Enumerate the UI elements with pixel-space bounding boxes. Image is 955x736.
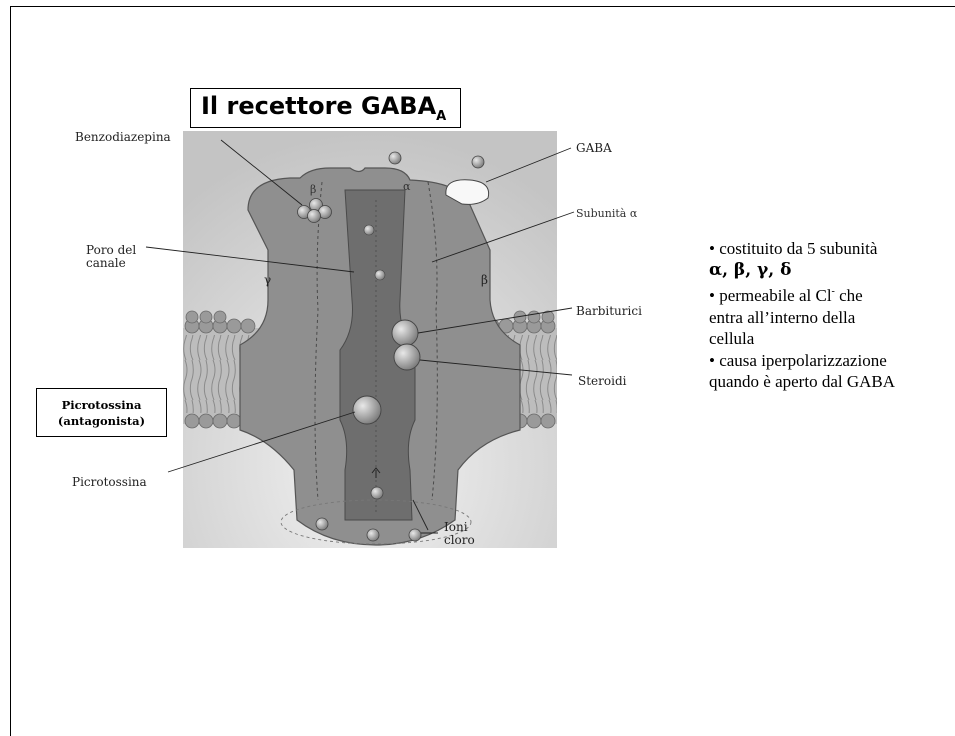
page-title: Il recettore GABAA bbox=[201, 92, 446, 124]
picrotoxin-box-line2: (antagonista) bbox=[58, 413, 145, 429]
label-barbiturici: Barbiturici bbox=[576, 304, 642, 318]
bullet-3-line2: quando è aperto dal GABA bbox=[709, 371, 955, 393]
bullet-2: • permeabile al Cl- che bbox=[709, 281, 955, 307]
label-poro-line2: canale bbox=[86, 256, 126, 270]
bullet-2-line2: entra all’interno della bbox=[709, 307, 955, 329]
title-main: Il recettore GABA bbox=[201, 92, 436, 120]
subunit-beta-top: β bbox=[310, 183, 316, 196]
label-ioni: Ioni bbox=[444, 520, 468, 534]
subunit-beta-right: β bbox=[481, 273, 488, 287]
bullet-2-text-end: che bbox=[835, 286, 863, 305]
label-benzodiazepina: Benzodiazepina bbox=[75, 130, 171, 144]
bullet-3: • causa iperpolarizzazione bbox=[709, 350, 955, 372]
bullet-2-text: • permeabile al Cl bbox=[709, 286, 832, 305]
bullet-1-greek: α, β, γ, δ bbox=[709, 260, 955, 282]
bullet-list: • costituito da 5 subunità α, β, γ, δ • … bbox=[709, 238, 955, 393]
label-cloro: cloro bbox=[444, 533, 475, 547]
label-poro-line1: Poro del bbox=[86, 243, 136, 257]
label-gaba: GABA bbox=[576, 141, 612, 155]
subunit-gamma: γ bbox=[264, 273, 271, 287]
label-subunita-alfa: Subunità α bbox=[576, 207, 638, 220]
title-subscript: A bbox=[436, 109, 446, 124]
bullet-2-line3: cellula bbox=[709, 328, 955, 350]
title-box: Il recettore GABAA bbox=[190, 88, 461, 128]
picrotoxin-box-line1: Picrotossina bbox=[62, 397, 142, 413]
bullet-1: • costituito da 5 subunità bbox=[709, 238, 955, 260]
subunit-alpha-top: α bbox=[403, 180, 411, 193]
label-steroidi: Steroidi bbox=[578, 374, 627, 388]
label-picrotossina: Picrotossina bbox=[72, 475, 147, 489]
picrotoxin-antagonist-box: Picrotossina (antagonista) bbox=[36, 388, 167, 437]
